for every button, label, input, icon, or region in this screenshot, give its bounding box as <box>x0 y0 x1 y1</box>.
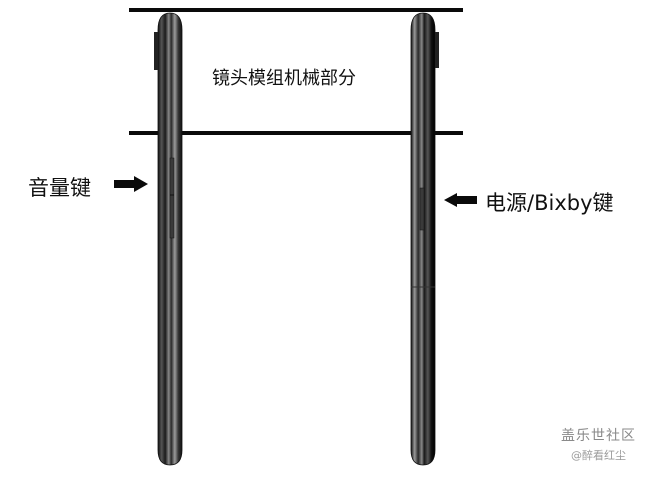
left-phone-side-view <box>154 12 183 466</box>
volume-key-label: 音量键 <box>28 176 91 200</box>
camera-module-boundary-line <box>129 131 463 135</box>
watermark-title: 盖乐世社区 <box>561 428 636 444</box>
power-bixby-key-label: 电源/Bixby键 <box>485 191 614 215</box>
arrow-left-icon <box>444 193 477 207</box>
top-boundary-line <box>129 8 463 12</box>
camera-module-label: 镜头模组机械部分 <box>212 68 356 89</box>
arrow-right-icon <box>114 176 148 192</box>
right-phone-side-view <box>410 12 439 466</box>
watermark-author: @醉看红尘 <box>571 449 626 462</box>
